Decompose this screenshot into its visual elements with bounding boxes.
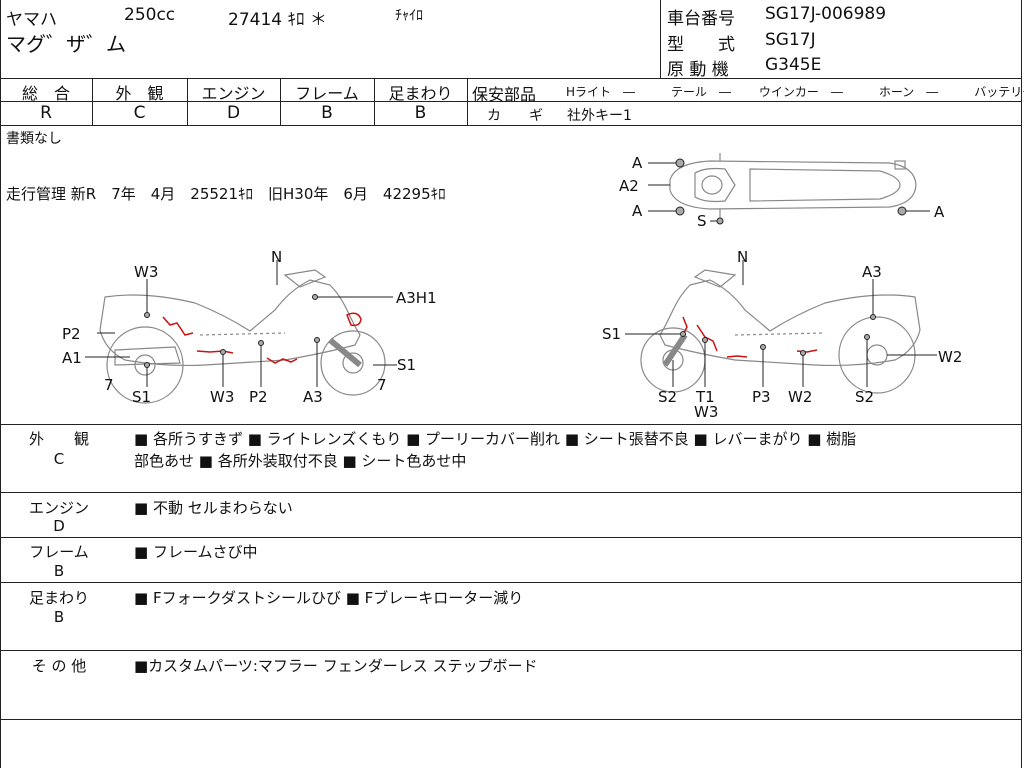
- detail-suspension-text: ■ Fフォークダストシールひび ■ Fブレーキローター減り: [134, 589, 524, 607]
- grade-value-exterior: C: [133, 103, 146, 123]
- detail-frame-grade: B: [53, 562, 65, 580]
- rule-detail-5: [0, 719, 1022, 720]
- detail-exterior-grade: C: [53, 450, 65, 468]
- right-label-s1: S1: [602, 325, 622, 343]
- detail-suspension-grade: B: [53, 608, 65, 626]
- left-label-w3-bottom: W3: [210, 388, 235, 406]
- top-label-a1: A: [632, 154, 643, 172]
- grade-sep-4: [374, 78, 375, 125]
- grade-label-exterior: 外 観: [115, 84, 164, 103]
- detail-frame-label: フレーム: [29, 543, 89, 561]
- detail-engine-label: エンジン: [28, 499, 89, 517]
- right-label-t1: T1: [696, 388, 715, 406]
- model-name: マグ゛ザ゛ム: [6, 32, 126, 56]
- left-label-n: N: [271, 248, 283, 266]
- rule-diagram-bottom: [0, 424, 1022, 425]
- top-label-a4: A: [934, 203, 945, 221]
- scooter-left-view: [85, 260, 397, 404]
- right-label-w3: W3: [694, 403, 719, 421]
- scooter-top-view: [648, 153, 930, 225]
- right-label-w2-side: W2: [938, 348, 963, 366]
- detail-exterior-text-2: 部色あせ ■ 各所外装取付不良 ■ シート色あせ中: [134, 452, 467, 470]
- grade-value-frame: B: [321, 103, 333, 123]
- left-label-s1-right: S1: [397, 356, 417, 374]
- left-label-7-rear: 7: [377, 376, 387, 394]
- mileage: 27414 ｷﾛ ＊: [228, 10, 327, 30]
- rule-detail-1: [0, 492, 1022, 493]
- detail-other-text: ■カスタムパーツ:マフラー フェンダーレス ステップボード: [134, 657, 538, 675]
- left-label-s1-bottom: S1: [132, 388, 152, 406]
- left-label-a3-bottom: A3: [303, 388, 323, 406]
- scooter-right-view: [625, 260, 937, 394]
- left-label-a1: A1: [62, 349, 82, 367]
- maker: ヤマハ: [6, 10, 57, 30]
- rule-detail-3: [0, 582, 1022, 583]
- right-label-n: N: [737, 248, 749, 266]
- safety-parts-items: Hライト ― テール ― ウインカー ― ホーン ― バッテリー ×: [566, 85, 1024, 99]
- right-label-s2-front: S2: [658, 388, 678, 406]
- grade-value-overall: R: [40, 103, 52, 123]
- left-label-p2-side: P2: [62, 325, 81, 343]
- left-label-7-front: 7: [104, 376, 114, 394]
- right-label-s2-rear: S2: [855, 388, 875, 406]
- key-value: 社外キー1: [567, 108, 632, 124]
- detail-engine-grade: D: [53, 517, 65, 535]
- left-label-a3h1: A3H1: [396, 289, 437, 307]
- right-label-w2-bottom: W2: [788, 388, 813, 406]
- engine-label: 原 動 機: [667, 60, 729, 80]
- detail-engine-text: ■ 不動 セルまわらない: [134, 499, 293, 517]
- grade-label-frame: フレーム: [295, 84, 359, 103]
- body-color: ﾁｬｲﾛ: [395, 8, 423, 24]
- grade-label-suspension: 足まわり: [388, 84, 453, 103]
- detail-frame-text: ■ フレームさび中: [134, 543, 258, 561]
- top-label-s: S: [697, 212, 707, 230]
- frame-left: [0, 0, 1, 768]
- documents-note: 書類なし: [6, 131, 62, 147]
- frame-right: [1021, 0, 1022, 768]
- rule-detail-4: [0, 650, 1022, 651]
- detail-exterior-text-1: ■ 各所うすきず ■ ライトレンズくもり ■ プーリーカバー削れ ■ シート張替…: [134, 430, 857, 448]
- type-value: SG17J: [765, 30, 816, 50]
- rule-grades-mid: [0, 101, 1022, 102]
- chassis-number: SG17J-006989: [765, 4, 887, 24]
- safety-parts-label: 保安部品: [472, 85, 537, 104]
- left-label-p2-bottom: P2: [249, 388, 268, 406]
- right-label-a3: A3: [862, 263, 882, 281]
- type-label: 型 式: [667, 35, 735, 55]
- chassis-label: 車台番号: [667, 9, 735, 29]
- key-label: カ ギ: [487, 108, 543, 124]
- displacement: 250cc: [124, 5, 176, 25]
- mileage-history: 走行管理 新R 7年 4月 25521ｷﾛ 旧H30年 6月 42295ｷﾛ: [6, 185, 446, 203]
- grade-value-engine: D: [226, 103, 241, 123]
- left-label-w3-top: W3: [134, 263, 159, 281]
- detail-suspension-label: 足まわり: [28, 589, 89, 607]
- grade-sep-5: [467, 78, 468, 125]
- detail-other-label: そ の 他: [31, 657, 87, 675]
- grade-label-overall: 総 合: [21, 84, 70, 103]
- rule-detail-2: [0, 537, 1022, 538]
- header-divider: [660, 0, 661, 78]
- engine-value: G345E: [765, 55, 822, 75]
- top-label-a3: A: [632, 202, 643, 220]
- rule-grades-bottom: [0, 125, 1022, 126]
- top-label-a2: A2: [619, 177, 639, 195]
- grade-value-suspension: B: [414, 103, 427, 123]
- grade-sep-3: [280, 78, 281, 125]
- rule-header-bottom: [0, 78, 1022, 79]
- right-label-p3: P3: [752, 388, 771, 406]
- grade-label-engine: エンジン: [201, 84, 266, 103]
- detail-exterior-label: 外 観: [28, 430, 89, 448]
- grade-sep-1: [92, 78, 93, 125]
- grade-sep-2: [187, 78, 188, 125]
